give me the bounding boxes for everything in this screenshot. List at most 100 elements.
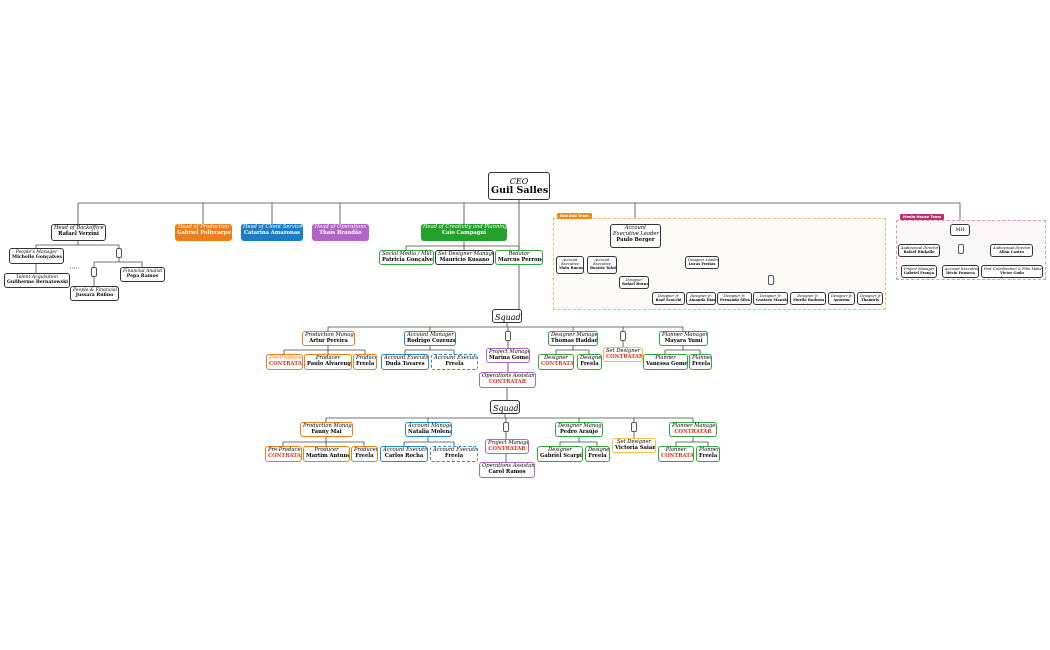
squad2-designer-manager[interactable]: Designer Manager Pedro Araújo	[555, 422, 603, 437]
squad1-designer-manager[interactable]: Designer Manager Thomas Haddad*	[548, 331, 598, 346]
squad2-production-manager[interactable]: Production Manager Fanny Mai	[300, 422, 353, 437]
red-bull-designer[interactable]: Designer Rafael Burno	[619, 276, 649, 289]
squad1-production-manager[interactable]: Production Manager Artur Pereira	[302, 331, 355, 346]
squad1-planner-1[interactable]: Planner Vanessa Gomes	[643, 354, 688, 370]
role-label: Account Executive	[433, 447, 478, 453]
designer-jr-4[interactable]: Designer Jr. Gustavo Mansk	[753, 292, 788, 305]
audiovisual-director-1[interactable]: Audiovisual Director Rafael Rinkallo	[898, 244, 940, 257]
role-label: Producer	[354, 447, 378, 453]
squad2-planner-1[interactable]: Planner CONTRATAR	[658, 446, 694, 462]
squad2-project-manager[interactable]: Project Manager CONTRATAR	[485, 439, 529, 454]
squad1-designer-1[interactable]: Designer CONTRATAR	[538, 354, 574, 370]
name-label: Thomas Haddad*	[551, 337, 598, 344]
squad2-designer-1[interactable]: Designer Gabriel Scarpim	[537, 446, 583, 462]
head-of-client-service[interactable]: Head of Client Service Catarina Amazonas	[241, 224, 303, 241]
designer-jr-6[interactable]: Designer Jr. Ayuemu	[828, 292, 855, 305]
role-label: Planner Manager	[672, 423, 717, 429]
name-label: Natalia Molena	[408, 428, 452, 435]
squad1-producer-2[interactable]: Producer Freela	[353, 354, 377, 370]
role-label: Designer Manager	[551, 332, 598, 338]
red-bull-account-executive-2[interactable]: Account Executive Beatriz Toledo	[587, 256, 617, 274]
name-label: Vanessa Gomes	[646, 360, 688, 367]
squad2-operations-assistant[interactable]: Operations Assistant Carol Ramos	[479, 462, 535, 478]
head-of-backoffice[interactable]: Head of Backoffice Rafael Verzini	[51, 224, 106, 241]
role-label: Account Executive	[384, 355, 429, 361]
squad1-project-manager[interactable]: Project Manager Marina Gomes	[486, 348, 530, 363]
set-designer-manager[interactable]: Set Designer Manager Mauricio Kusano	[435, 250, 494, 265]
squad2-planner-2[interactable]: Planner Freela	[696, 446, 720, 462]
head-of-production[interactable]: Head of Production Gabriel Pollycarpo	[175, 224, 232, 241]
squad1-operations-assistant[interactable]: Operations Assistant CONTRATAR	[479, 372, 536, 388]
name-label: Rafael Rinkallo	[903, 250, 935, 255]
squad2-producer-1[interactable]: Producer Martim Antunes	[303, 446, 350, 462]
talent-acquisition[interactable]: Talent Acquisition Guilherme Bernatowski	[4, 273, 70, 288]
name-label: Marina Gomes	[489, 354, 530, 361]
role-label: Account Manager	[408, 423, 452, 429]
squad1-set-designer[interactable]: Set Designer CONTRATAR	[603, 347, 643, 362]
backoffice-finance-group-icon	[116, 248, 122, 258]
squad-label: Squad2	[493, 404, 519, 413]
head-of-creativity-and-planning[interactable]: Head of Creativity and Planning Caio Cam…	[421, 224, 507, 241]
squad2-account-executive-2[interactable]: Account Executive Freela	[430, 446, 478, 462]
role-label: Account	[624, 225, 647, 231]
financial-analist[interactable]: Financial Analist Pepa Ramos	[120, 267, 165, 282]
role-label: Producer	[314, 447, 339, 453]
role-label: Account Manager	[407, 332, 454, 338]
squad2-account-manager[interactable]: Account Manager Natalia Molena	[405, 422, 452, 437]
audiovisual-director-2[interactable]: Audiovisual Director Allan Castro	[990, 244, 1033, 257]
squad1-planner-2[interactable]: Planner Freela	[689, 354, 712, 370]
squad1-label[interactable]: Squad1	[492, 309, 522, 323]
designer-jr-5[interactable]: Designer Jr. Murilo Barbosa	[790, 292, 826, 305]
squad2-label[interactable]: Squad2	[490, 400, 520, 414]
squad2-set-designer[interactable]: Set Designer Victoria Saiani	[612, 438, 656, 453]
name-label: Paulo Berger	[616, 236, 655, 243]
squad1-producer-1[interactable]: Producer Paulo Alvarenga	[304, 354, 352, 370]
name-label: Freela	[445, 360, 464, 367]
role-label: Post Coordination & Film Maker	[984, 267, 1043, 271]
name-label: Gabriel Pollycarpo	[177, 229, 231, 236]
name-label: Freela	[692, 360, 711, 367]
designer-jr-7[interactable]: Designer Jr. Thamiris	[857, 292, 883, 305]
designer-jr-3[interactable]: Designer Jr. Fernando Silva	[717, 292, 752, 305]
squad1-designer-2[interactable]: Designer Freela	[577, 354, 602, 370]
peoples-manager[interactable]: People's Manager Michelle Gonçalves	[9, 248, 64, 264]
designer-jr-2[interactable]: Designer Jr. Amanda Dias	[686, 292, 716, 305]
media-house-account-executive[interactable]: Account Executive Décio Fonseca	[942, 265, 979, 278]
squad1-account-executive-2[interactable]: Account Executive Freela	[431, 354, 478, 370]
ceo-box[interactable]: CEO Guil Salles	[488, 172, 550, 200]
red-bull-designer-leader[interactable]: Designer Leader Lucas Freitas	[685, 256, 719, 269]
people-and-financial[interactable]: People & Financial Jussara Rufino	[70, 286, 119, 301]
account-executive-leader[interactable]: Account Executive Leader Paulo Berger	[610, 224, 661, 248]
social-media-mkt[interactable]: Social Media / Mkt Patricia Gonçalves	[379, 250, 434, 265]
role-label: Project Manager	[488, 440, 529, 446]
media-house-team-tag: Media House Team	[900, 214, 944, 220]
role-label: Account	[562, 258, 578, 262]
squad1-account-executive-1[interactable]: Account Executive Duda Tavares	[381, 354, 429, 370]
squad2-planner-manager[interactable]: Planner Manager CONTRATAR	[669, 422, 717, 437]
red-bull-account-executive-1[interactable]: Account Executive Malu Bueno	[556, 256, 584, 274]
role-label: Designer	[588, 447, 610, 453]
role-label: Account Executive	[434, 355, 478, 361]
media-house-mh[interactable]: MH	[950, 224, 970, 236]
role-label: Designer Manager	[558, 423, 603, 429]
squad1-planner-manager[interactable]: Planner Manager Mayara Yumi	[659, 331, 708, 346]
name-label: MH	[955, 228, 965, 233]
media-house-project-manager[interactable]: Project Manager Gabriel França	[901, 265, 937, 278]
squad2-producer-2[interactable]: Producer Freela	[351, 446, 378, 462]
designer-jr-1[interactable]: Designer Jr. Raaf Scocchi	[652, 292, 685, 305]
squad1-pre-producer[interactable]: Pre-Producer CONTRATAR	[266, 354, 303, 370]
redator[interactable]: Redator Marcus Perrone	[495, 250, 543, 265]
squad2-pre-producer[interactable]: Pre-Producer CONTRATAR	[265, 446, 302, 462]
name-label: Décio Fonseca	[946, 271, 975, 276]
squad1-account-manager[interactable]: Account Manager Rodrigo Cozenza*	[404, 331, 456, 346]
name-label: CONTRATAR	[661, 452, 694, 459]
role-label: Designer	[580, 355, 602, 361]
squad2-designer-2[interactable]: Designer Freela	[585, 446, 610, 462]
name-label: Artur Pereira	[309, 337, 348, 344]
head-of-operations[interactable]: Head of Operations Thaís Brandão	[312, 224, 369, 241]
post-coordination-film-maker[interactable]: Post Coordination & Film Maker Victor Go…	[981, 265, 1043, 278]
role-label: Head of Client Service	[243, 224, 303, 230]
squad2-account-executive-1[interactable]: Account Executive Carlos Rocha	[380, 446, 428, 462]
name-label: Caio Campagni	[441, 229, 487, 236]
name-label: Murilo Barbosa	[793, 298, 825, 303]
